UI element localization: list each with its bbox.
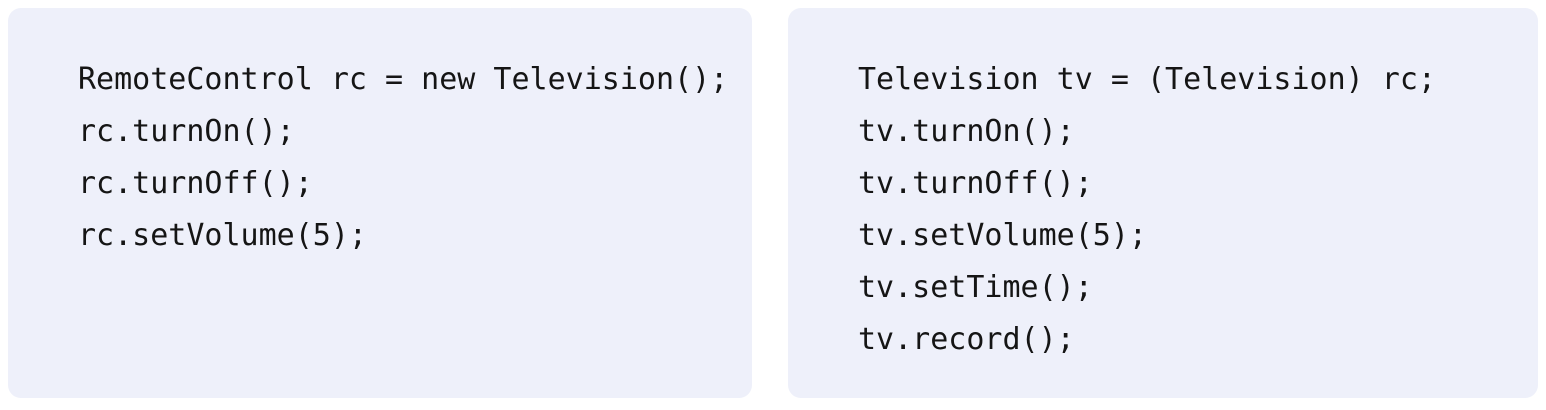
- code-line: rc.turnOff();: [78, 166, 313, 201]
- code-line: rc.setVolume(5);: [78, 218, 367, 253]
- code-line: tv.record();: [858, 322, 1075, 357]
- code-line: tv.turnOff();: [858, 166, 1093, 201]
- superclass-reference-code-panel: RemoteControl rc = new Television(); rc.t…: [8, 8, 752, 398]
- code-block-left: RemoteControl rc = new Television(); rc.t…: [78, 54, 728, 262]
- code-line: Television tv = (Television) rc;: [858, 62, 1436, 97]
- code-line: tv.setTime();: [858, 270, 1093, 305]
- code-block-right: Television tv = (Television) rc; tv.turnO…: [858, 54, 1436, 366]
- code-line: RemoteControl rc = new Television();: [78, 62, 729, 97]
- downcast-reference-code-panel: Television tv = (Television) rc; tv.turnO…: [788, 8, 1538, 398]
- code-line: tv.setVolume(5);: [858, 218, 1147, 253]
- code-line: tv.turnOn();: [858, 114, 1075, 149]
- code-line: rc.turnOn();: [78, 114, 295, 149]
